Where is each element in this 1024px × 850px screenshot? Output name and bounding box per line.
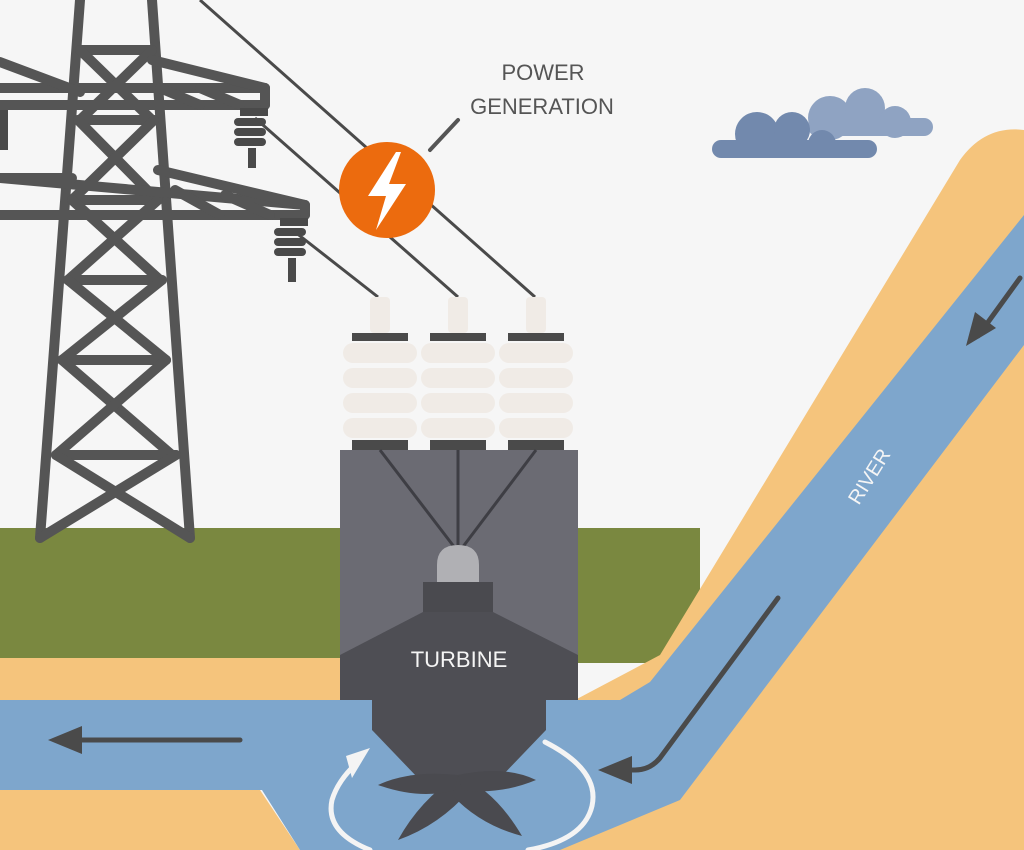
tower-insulator-lower [274, 218, 308, 282]
arrow-icon-out [48, 726, 82, 754]
cloud-front [712, 112, 877, 158]
power-generation-label-line2: GENERATION [470, 94, 614, 119]
clouds [712, 88, 933, 158]
ground [0, 129, 1024, 850]
flow-arrowheads [48, 312, 996, 784]
flow-arrow-in [615, 595, 781, 773]
arrow-icon-in [598, 756, 632, 784]
cloud-back [808, 88, 933, 140]
bushing-middle [421, 297, 495, 450]
callout-line [428, 118, 460, 152]
rotation-arrows [328, 739, 596, 850]
turbine-label: TURBINE [411, 647, 508, 672]
circular-arrow-icon-right [525, 739, 596, 850]
tower-insulator-upper [234, 108, 268, 168]
bushing-left [343, 297, 417, 450]
transmission-tower [0, 0, 310, 543]
turbine-runner [372, 700, 546, 778]
shaft-coupling [423, 582, 493, 612]
arrow-icon-top [966, 312, 996, 346]
turbine-blades [378, 771, 536, 840]
internal-wires [378, 449, 538, 549]
rotation-arrowhead [346, 748, 370, 778]
lightning-bolt-icon [368, 152, 406, 230]
generator-dome [437, 545, 479, 582]
power-generation-label-line1: POWER [501, 60, 584, 85]
bushing-right [499, 297, 573, 450]
tower-insulator-left [0, 110, 8, 150]
turbine-casing [340, 612, 578, 700]
circular-arrow-icon-left [328, 759, 373, 850]
